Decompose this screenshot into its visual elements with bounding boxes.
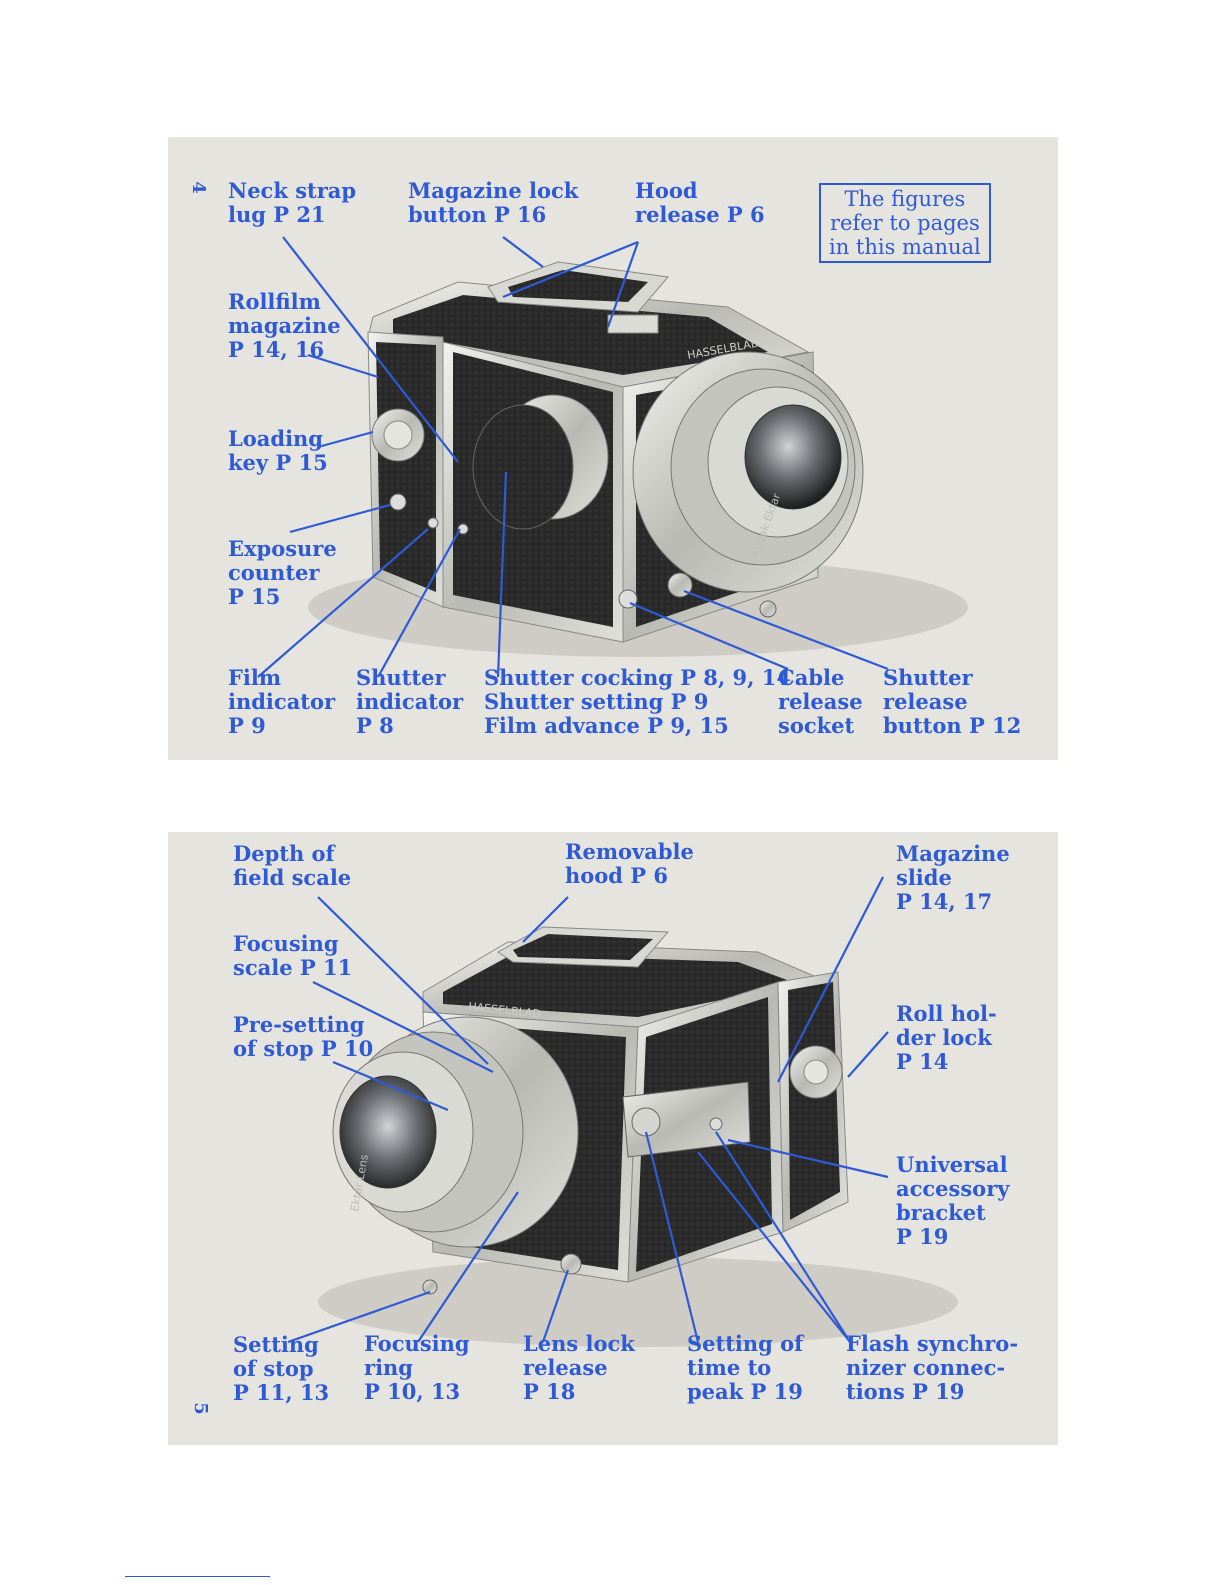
label-hood-release: Hood release P 6 [635,178,765,227]
label-neck-strap: Neck strap lug P 21 [228,178,357,227]
label-focusing-scale: Focusing scale P 11 [233,931,353,980]
label-magazine-lock: Magazine lock button P 16 [408,178,579,227]
label-removable-hood: Removable hood P 6 [565,839,694,888]
footer-rule [125,1576,270,1577]
label-roll-holder: Roll hol- der lock P 14 [896,1001,997,1074]
note-box: The figures refer to pages in this manua… [819,183,991,263]
note-text: The figures refer to pages in this manua… [829,187,981,259]
label-shutter-release: Shutter release button P 12 [883,665,1022,738]
label-presetting: Pre-setting of stop P 10 [233,1012,374,1061]
label-film-indicator: Film indicator P 9 [228,665,336,738]
figure-camera-front: HASSELBLAD Kodak Ektar 4 Neck strap lug … [168,137,1058,760]
page-number: 5 [189,1402,211,1415]
label-depth-of-field: Depth of field scale [233,841,352,890]
label-rollfilm-magazine: Rollfilm magazine P 14, 16 [228,289,341,362]
figure-camera-side: HASSELBLAD Ektar Lens 5 Depth of field s… [168,832,1058,1445]
label-exposure-counter: Exposure counter P 15 [228,536,337,609]
label-setting-of-stop: Setting of stop P 11, 13 [233,1332,330,1405]
label-shutter-cocking: Shutter cocking P 8, 9, 14 Shutter setti… [484,665,792,738]
label-magazine-slide: Magazine slide P 14, 17 [896,841,1010,914]
label-loading-key: Loading key P 15 [228,426,328,475]
label-lens-lock: Lens lock release P 18 [523,1331,635,1404]
page-number: 4 [187,181,209,194]
label-shutter-indicator: Shutter indicator P 8 [356,665,464,738]
label-time-to-peak: Setting of time to peak P 19 [687,1331,804,1404]
label-cable-release: Cable release socket [778,665,863,738]
label-focusing-ring: Focusing ring P 10, 13 [364,1331,470,1404]
label-flash-sync: Flash synchro- nizer connec- tions P 19 [846,1331,1019,1404]
label-universal-bracket: Universal accessory bracket P 19 [896,1152,1010,1249]
